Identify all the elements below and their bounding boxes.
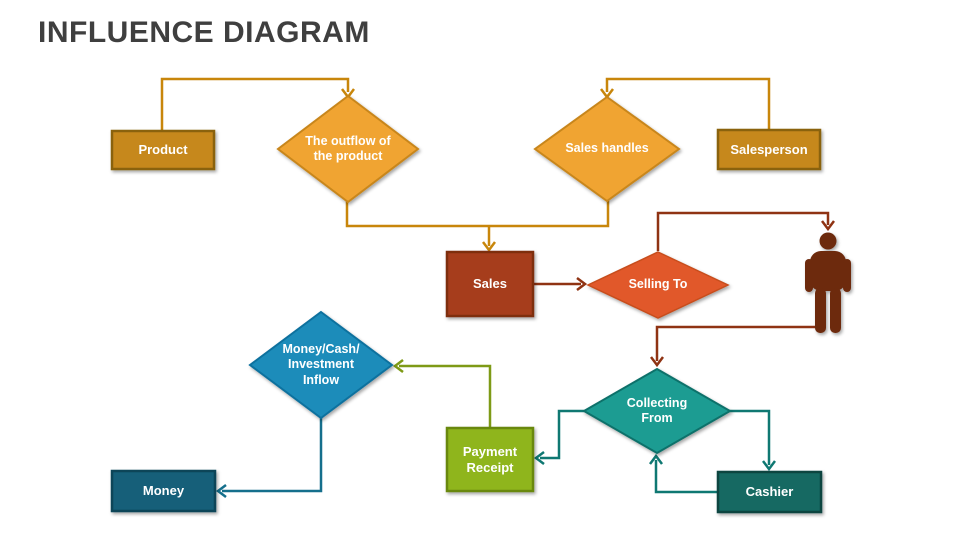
connector-collecting-from-to-payment-receipt [540, 409, 585, 460]
sales-node [445, 250, 535, 318]
sales-handles-node [533, 95, 681, 203]
money-node [110, 469, 217, 513]
connector-merge-diamonds [345, 200, 610, 228]
arrowhead-left-money-cash [392, 359, 404, 373]
connector-collecting-from-to-cashier [729, 409, 771, 465]
shapes [110, 94, 851, 514]
person-icon [805, 232, 851, 333]
arrowhead-down-customer [821, 220, 835, 232]
payment-receipt-node [445, 426, 535, 493]
connector-selling-to-to-customer [656, 211, 830, 251]
connector-payment-receipt-to-money-cash [399, 364, 492, 428]
connector-customer-to-collecting-from [655, 325, 820, 361]
salesperson-node [716, 128, 822, 171]
connector-product-to-outflow [160, 77, 350, 133]
arrowhead-right-selling-to [576, 277, 588, 291]
connectors [160, 77, 835, 498]
cashier-node [716, 470, 823, 514]
arrowhead-up-collecting-from [649, 453, 663, 465]
connector-money-cash-to-money [222, 418, 323, 493]
arrowhead-left-money [215, 484, 227, 498]
collecting-from-node [581, 367, 733, 455]
arrowhead-left-payment-receipt [533, 451, 545, 465]
arrowhead-down-cashier [762, 460, 776, 472]
arrowhead-down-collecting-from [650, 356, 664, 368]
outflow-node [276, 94, 420, 204]
arrowhead-down-sales [482, 241, 496, 253]
money-cash-node [248, 310, 394, 420]
selling-to-node [586, 251, 730, 319]
product-node [110, 129, 216, 171]
page-title: INFLUENCE DIAGRAM [38, 16, 370, 49]
connector-cashier-to-collecting-from [654, 460, 718, 494]
connector-salesperson-to-sales-handles [605, 77, 771, 131]
